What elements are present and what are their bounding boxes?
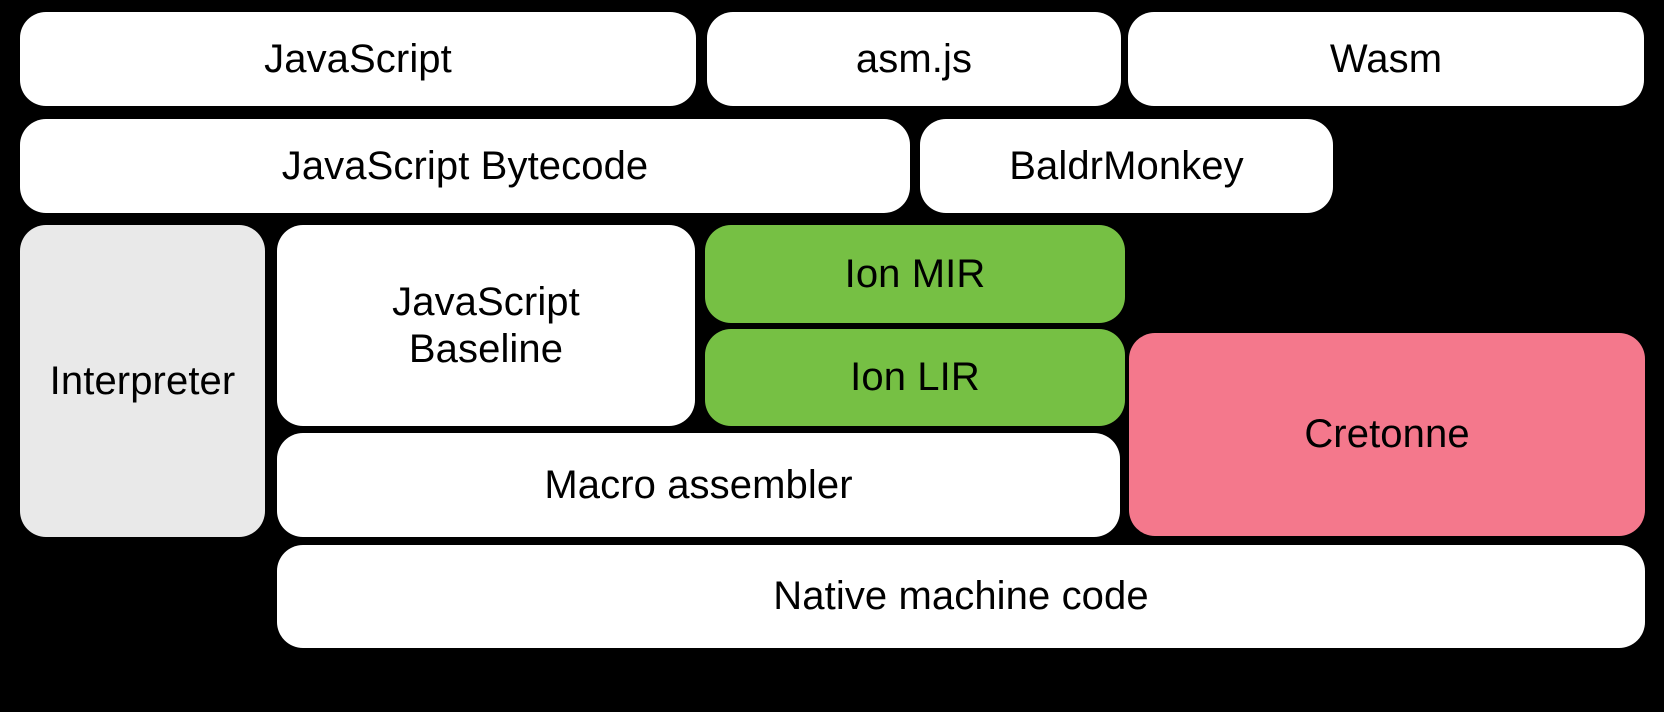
node-asmjs: asm.js — [707, 12, 1121, 106]
node-wasm: Wasm — [1128, 12, 1644, 106]
node-ion-lir: Ion LIR — [705, 329, 1125, 426]
node-interpreter: Interpreter — [20, 225, 265, 537]
node-javascript-bytecode: JavaScript Bytecode — [20, 119, 910, 213]
node-native-machine-code: Native machine code — [277, 545, 1645, 648]
node-javascript-baseline: JavaScript Baseline — [277, 225, 695, 426]
node-javascript: JavaScript — [20, 12, 696, 106]
node-macro-assembler: Macro assembler — [277, 433, 1120, 537]
node-baldrmonkey: BaldrMonkey — [920, 119, 1333, 213]
node-cretonne: Cretonne — [1129, 333, 1645, 536]
node-ion-mir: Ion MIR — [705, 225, 1125, 323]
